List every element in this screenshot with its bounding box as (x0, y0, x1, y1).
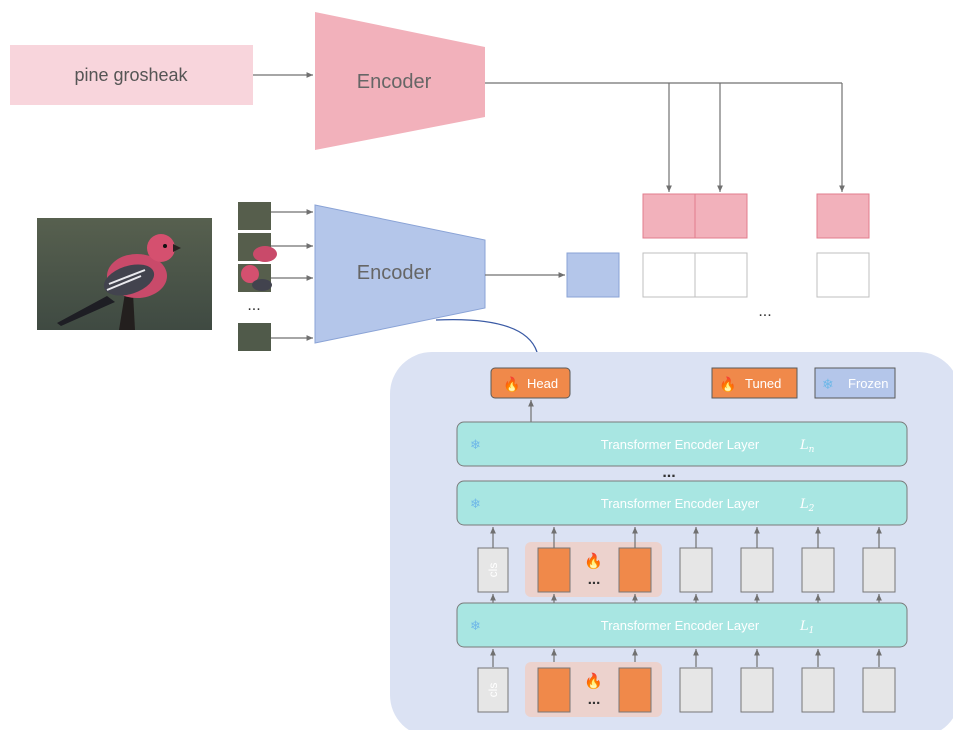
legend-fire-icon: 🔥 (719, 376, 736, 393)
text-encoder (315, 12, 485, 150)
image-encoder (314, 204, 486, 344)
prompt-token-upper-1 (537, 547, 571, 593)
head-label: Head (527, 376, 558, 391)
prompt-token-lower-1 (537, 667, 571, 713)
token-row-lower: cls 🔥 ... (477, 667, 896, 713)
layer-2-snowflake-icon: ❄ (470, 496, 481, 511)
text-embedding-2 (694, 193, 748, 239)
layer-n-label: Transformer Encoder Layer (601, 437, 760, 452)
image-patch-n (238, 323, 271, 351)
layer-1-snowflake-icon: ❄ (470, 618, 481, 633)
legend-frozen-box (814, 367, 896, 399)
layer-2-label: Transformer Encoder Layer (601, 496, 760, 511)
patch-token-lower-4 (862, 667, 896, 713)
text-input-box (10, 45, 253, 105)
encoder-layer-1 (456, 602, 908, 648)
image-embedding (566, 252, 620, 298)
text-encoder-label: Encoder (357, 71, 432, 93)
text-input-label: pine grosheak (74, 65, 188, 85)
prompt-token-upper-2 (618, 547, 652, 593)
layer-2-index: L2 (799, 497, 815, 514)
patch-token-lower-3 (801, 667, 835, 713)
head-box (490, 367, 571, 399)
patch-token-upper-2 (740, 547, 774, 593)
arrows-upper (490, 527, 882, 603)
patch-token-upper-3 (801, 547, 835, 593)
prompt-fire-icon-lower: 🔥 (584, 672, 603, 690)
image-encoder-label: Encoder (357, 262, 432, 284)
patches-ellipsis: ... (247, 297, 260, 314)
patch-token-upper-4 (862, 547, 896, 593)
cls-label-upper: cls (486, 563, 500, 578)
tokens-ellipsis: ... (758, 303, 771, 320)
patch-token-upper-1 (679, 547, 713, 593)
layer-1-label: Transformer Encoder Layer (601, 618, 760, 633)
prompt-fire-icon-upper: 🔥 (584, 552, 603, 570)
image-patch-1 (238, 202, 271, 230)
score-cell-2 (694, 252, 748, 298)
legend-tuned-label: Tuned (745, 376, 781, 391)
prompt-ellipsis-lower: ... (588, 691, 601, 708)
prompt-token-lower-2 (618, 667, 652, 713)
head-fire-icon: 🔥 (503, 376, 520, 393)
cls-token-upper (477, 547, 509, 593)
encoder-layer-n (456, 421, 908, 467)
bird-photo (37, 218, 212, 330)
prompt-ellipsis-upper: ... (588, 571, 601, 588)
token-row-upper: cls 🔥 ... (477, 547, 896, 593)
image-patch-2 (238, 233, 277, 262)
patch-token-lower-2 (740, 667, 774, 713)
cls-token-lower (477, 667, 509, 713)
cls-label-lower: cls (486, 683, 500, 698)
legend-tuned-box (711, 367, 798, 399)
layer-n-index: Ln (799, 438, 815, 455)
score-cell-1 (642, 252, 696, 298)
encoder-layer-2 (456, 480, 908, 526)
image-patch-3 (238, 264, 272, 292)
patch-token-lower-1 (679, 667, 713, 713)
legend-frozen-label: Frozen (848, 376, 888, 391)
score-cell-3 (816, 252, 870, 298)
layer-ellipsis: ... (662, 464, 675, 481)
layer-n-snowflake-icon: ❄ (470, 437, 481, 452)
layer-1-index: L1 (799, 619, 814, 636)
text-embedding-1 (642, 193, 696, 239)
text-embedding-3 (816, 193, 870, 239)
legend-snowflake-icon: ❄ (822, 376, 834, 392)
